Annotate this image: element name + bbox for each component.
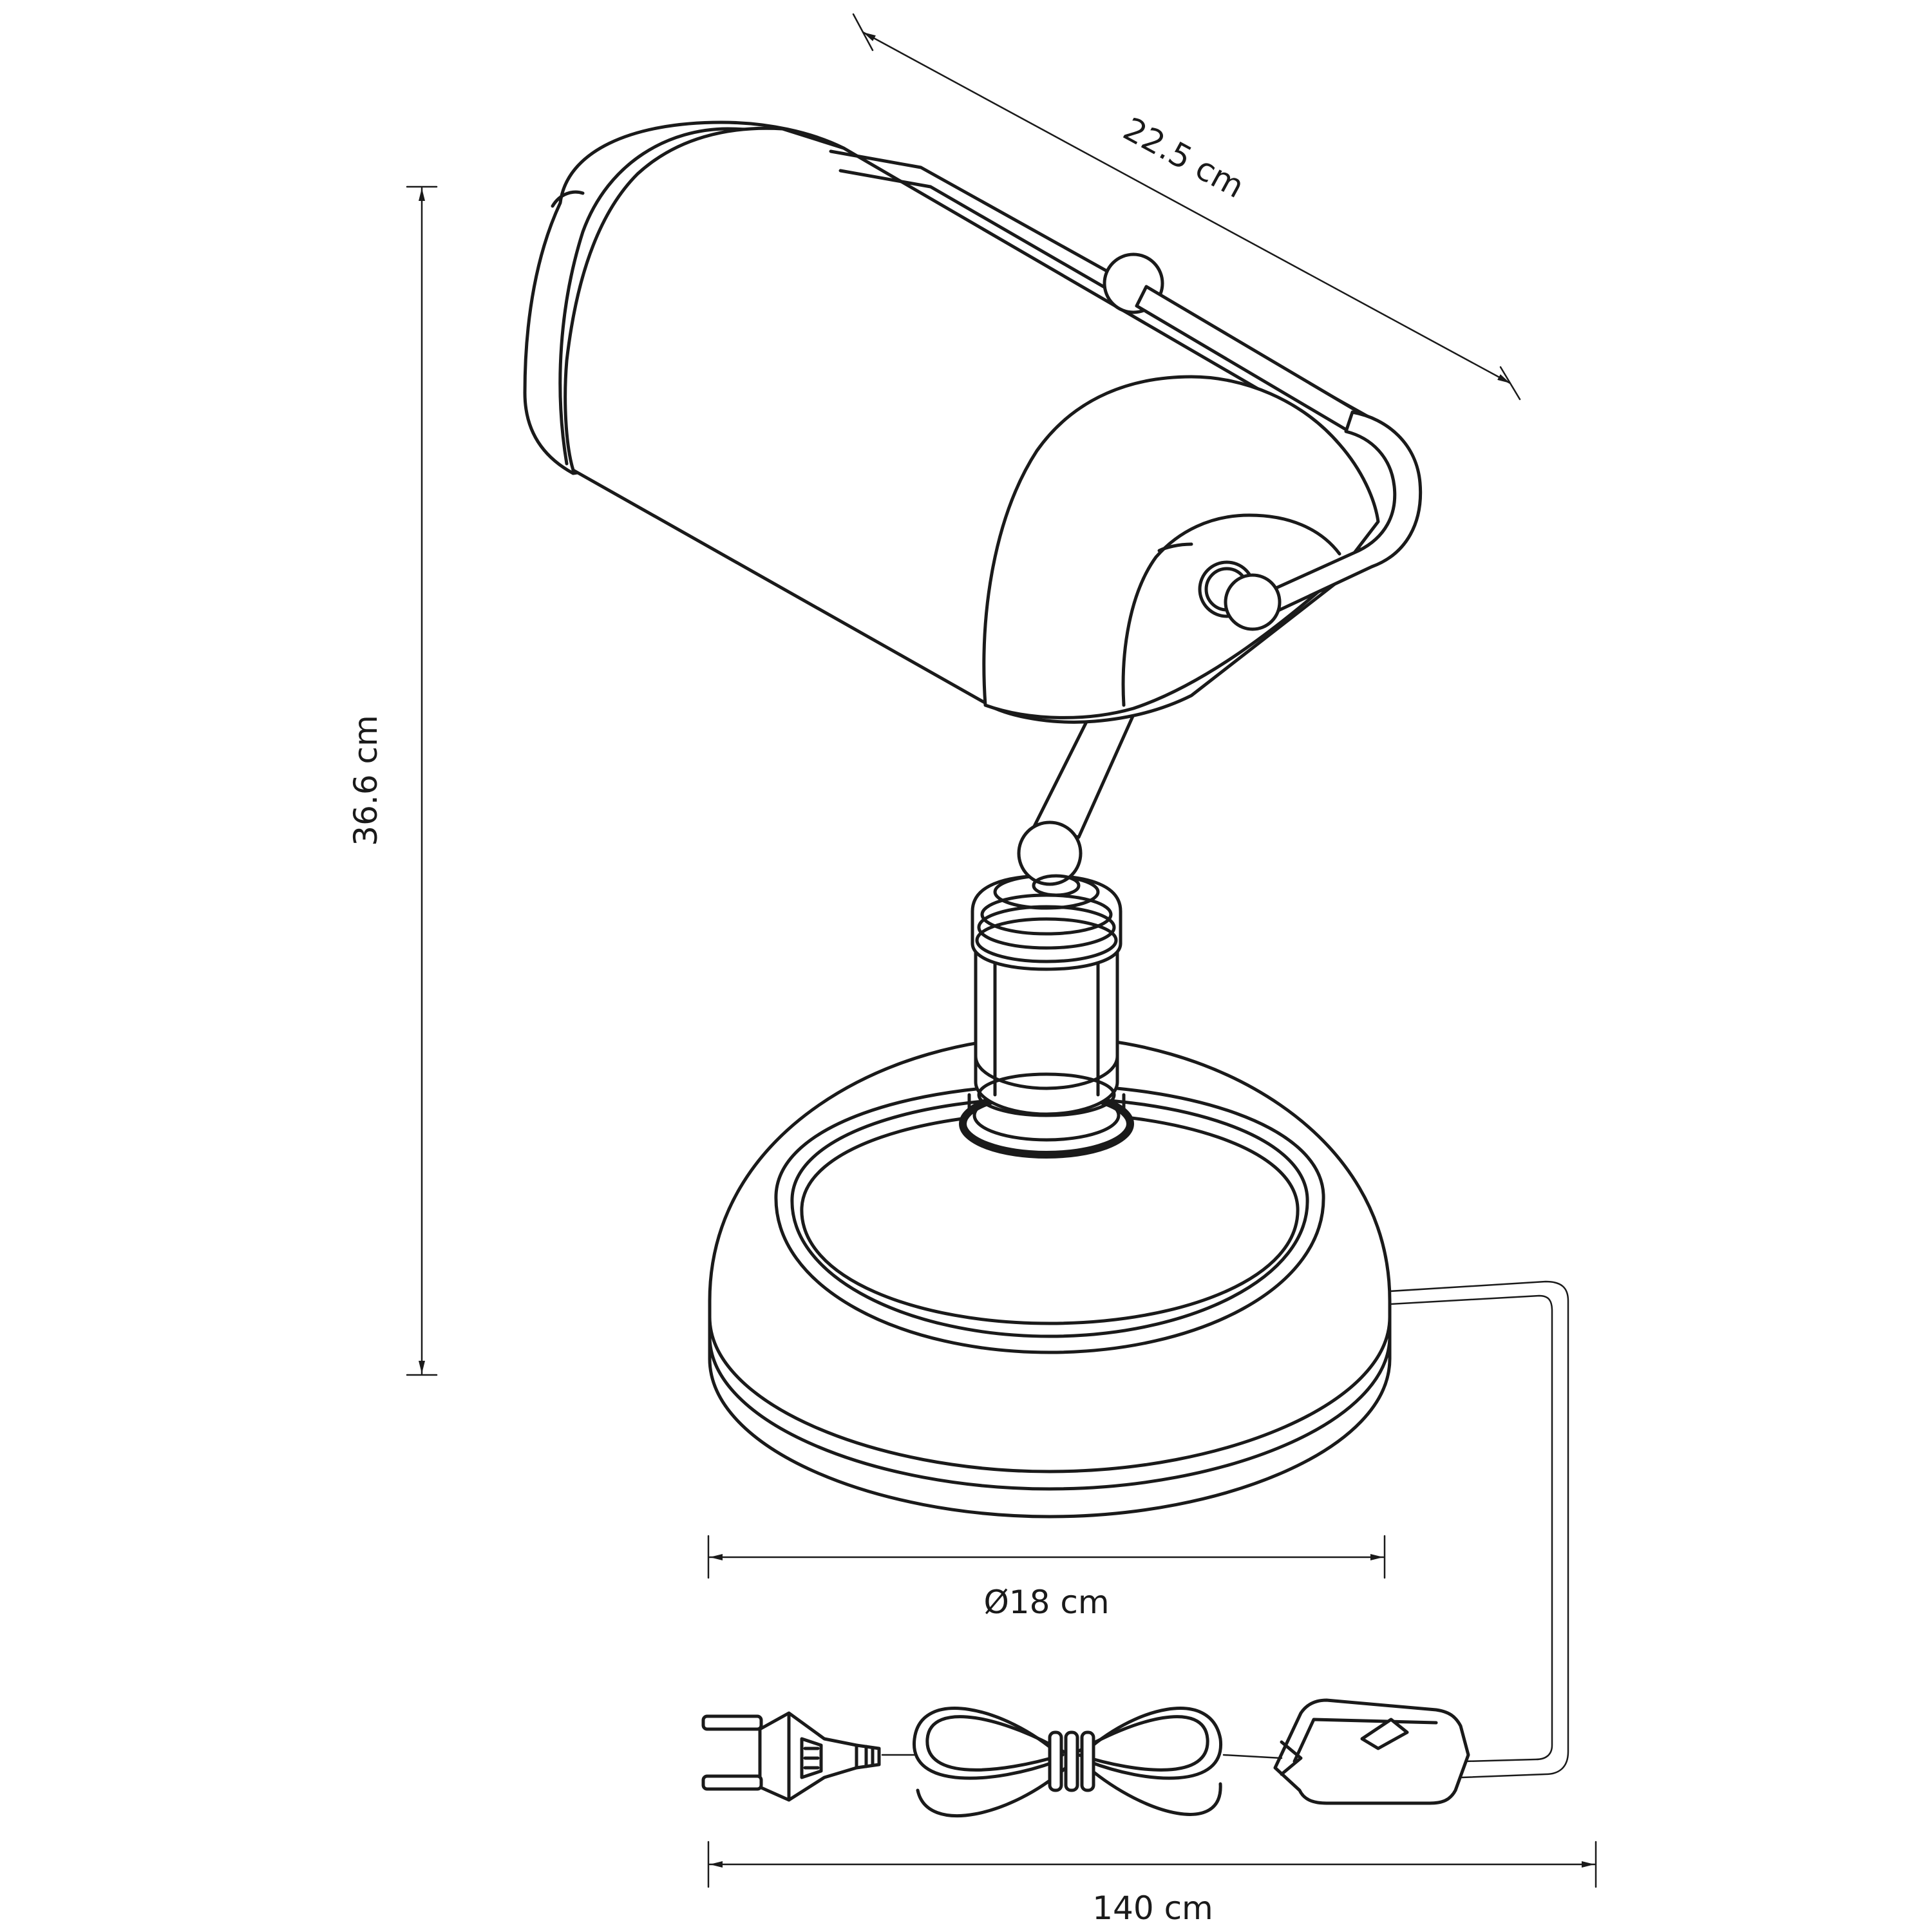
base-diameter-dimension: Ø18 cm: [707, 1535, 1386, 1621]
inline-switch: [1273, 1698, 1470, 1805]
lamp-stem: [959, 874, 1134, 1159]
cable-length-dimension: 140 cm: [707, 1841, 1597, 1927]
lamp-shade: [523, 120, 1423, 724]
shade-width-label: 22.5 cm: [1117, 110, 1250, 205]
height-dimension: 36.6 cm: [347, 185, 438, 1376]
power-plug: [701, 1711, 881, 1802]
height-label: 36.6 cm: [347, 715, 384, 846]
lamp-base: [708, 1035, 1392, 1519]
lamp-arm: [1017, 703, 1135, 897]
cable-length-label: 140 cm: [1092, 1889, 1213, 1927]
coiled-cable: [881, 1707, 1283, 1818]
power-cable: [1388, 1280, 1569, 1779]
base-diameter-label: Ø18 cm: [983, 1584, 1109, 1621]
